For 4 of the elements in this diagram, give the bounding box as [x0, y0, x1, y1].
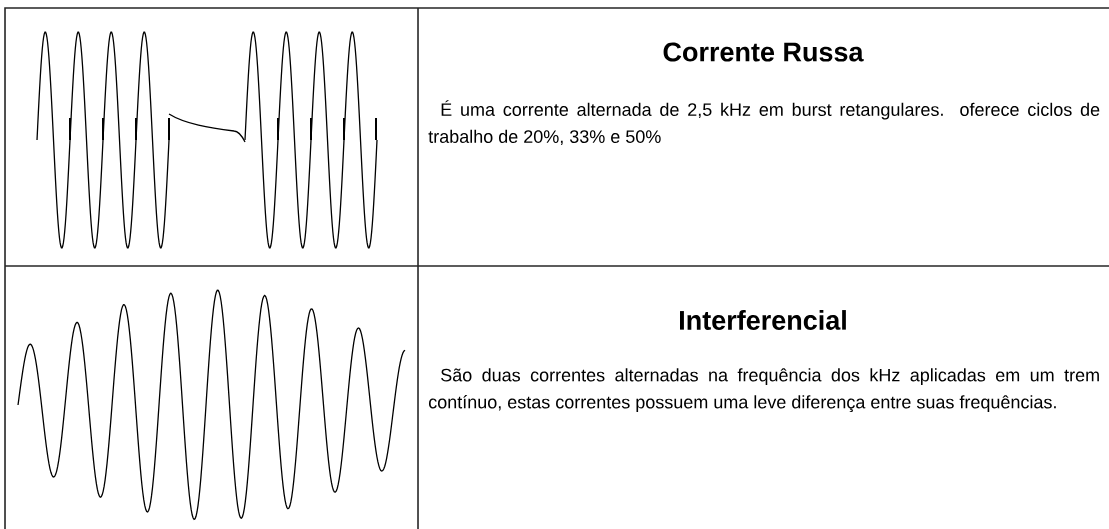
cell-heading: Interferencial [680, 310, 846, 330]
cell-text: É uma corrente alternada de 2,5 kHz em burst retangulares. oferece ciclos de trabalho de 20%, 33% e 50% [428, 100, 1100, 146]
cell-heading: Corrente Russa [663, 42, 864, 62]
cell-text: São duas correntes alternadas na frequência dos kHz aplicadas em um trem contínuo, estas correntes possuem uma leve diferença entre suas frequências. [429, 368, 1099, 413]
